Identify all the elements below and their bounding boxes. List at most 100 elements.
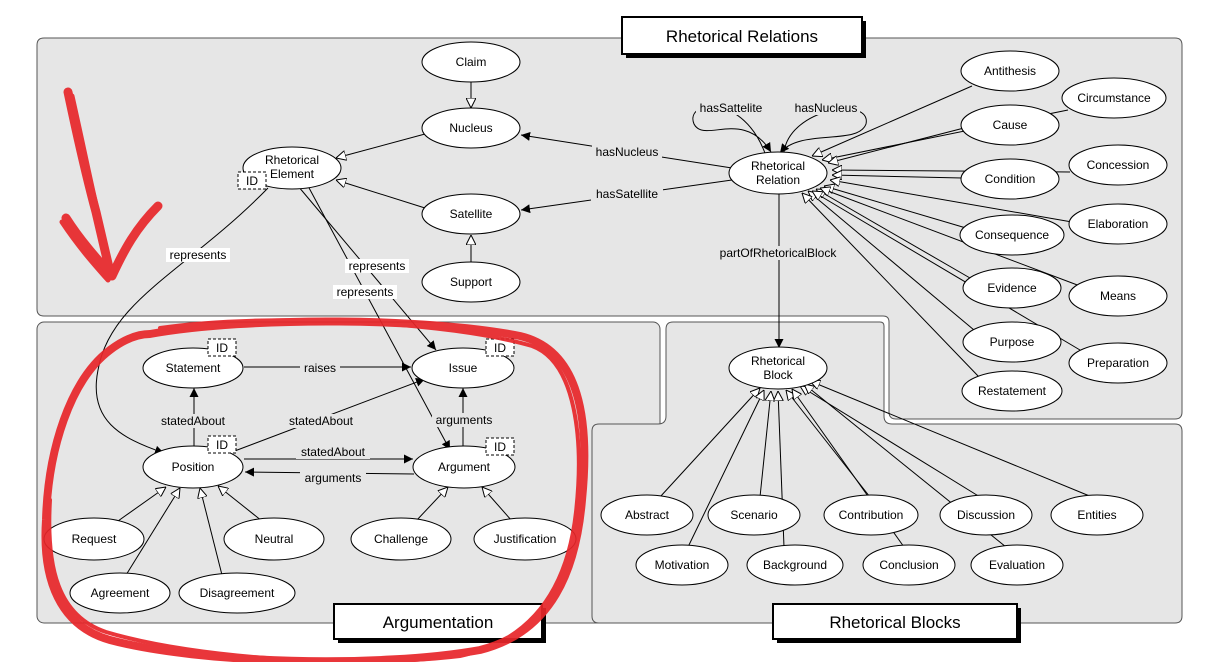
svg-text:Justification: Justification <box>494 532 557 546</box>
svg-text:Antithesis: Antithesis <box>984 64 1036 78</box>
svg-text:statedAbout: statedAbout <box>161 414 226 428</box>
label-has-nucleus-loop: hasNucleus <box>792 101 860 115</box>
svg-text:ID: ID <box>494 440 506 454</box>
node-satellite[interactable]: Satellite <box>421 193 521 235</box>
node-cause[interactable]: Cause <box>960 104 1060 146</box>
node-motivation[interactable]: Motivation <box>635 544 729 586</box>
svg-text:Restatement: Restatement <box>978 384 1047 398</box>
id-badge-argument: ID <box>485 437 515 456</box>
edge-disagreement <box>200 488 223 576</box>
panel-titles: Rhetorical Relations Argumentation Rheto… <box>333 16 1021 643</box>
id-badges: ID ID ID ID ID <box>207 171 515 456</box>
node-elaboration[interactable]: Elaboration <box>1068 203 1168 245</box>
svg-text:Abstract: Abstract <box>625 508 670 522</box>
node-restatement[interactable]: Restatement <box>961 370 1063 412</box>
rhetorical-relations-panel <box>36 37 1183 420</box>
red-circle-annotation-2 <box>47 318 581 662</box>
label-part-of-rhetorical-block: partOfRhetoricalBlock <box>714 246 842 260</box>
node-condition[interactable]: Condition <box>960 158 1060 200</box>
svg-text:hasSatellite: hasSatellite <box>596 187 658 201</box>
node-request[interactable]: Request <box>43 517 145 561</box>
svg-text:ID: ID <box>216 438 228 452</box>
label-represents-mid1: represents <box>345 259 409 273</box>
svg-text:Element: Element <box>270 167 315 181</box>
node-preparation[interactable]: Preparation <box>1068 342 1168 384</box>
label-stated-about-3: statedAbout <box>296 445 370 459</box>
node-evidence[interactable]: Evidence <box>962 267 1062 309</box>
svg-text:Satellite: Satellite <box>450 207 493 221</box>
svg-text:Rhetorical: Rhetorical <box>751 354 805 368</box>
edge-abstract <box>659 388 760 498</box>
node-evaluation[interactable]: Evaluation <box>970 544 1064 586</box>
svg-text:Argumentation: Argumentation <box>383 613 494 632</box>
node-concession[interactable]: Concession <box>1068 144 1168 186</box>
node-position[interactable]: Position <box>142 445 244 489</box>
svg-text:Elaboration: Elaboration <box>1088 217 1149 231</box>
svg-text:represents: represents <box>170 248 227 262</box>
node-support[interactable]: Support <box>421 261 521 303</box>
svg-text:Position: Position <box>172 460 215 474</box>
svg-text:Purpose: Purpose <box>990 335 1035 349</box>
node-contribution[interactable]: Contribution <box>823 494 919 536</box>
edge-evidence <box>816 189 971 279</box>
edge-challenge <box>415 487 448 522</box>
node-scenario[interactable]: Scenario <box>707 494 801 536</box>
svg-text:Means: Means <box>1100 289 1136 303</box>
svg-text:hasSattelite: hasSattelite <box>700 101 763 115</box>
svg-text:ID: ID <box>246 174 258 188</box>
node-disagreement[interactable]: Disagreement <box>178 572 296 614</box>
svg-text:ID: ID <box>494 341 506 355</box>
edge-has-sattelite-loop <box>692 105 772 157</box>
node-challenge[interactable]: Challenge <box>350 517 452 561</box>
svg-text:Claim: Claim <box>456 55 487 69</box>
node-purpose[interactable]: Purpose <box>962 321 1062 363</box>
edge-elaboration <box>830 180 1073 223</box>
node-agreement[interactable]: Agreement <box>69 572 171 614</box>
svg-text:arguments: arguments <box>436 413 493 427</box>
node-rhetorical-block[interactable]: Rhetorical Block <box>728 346 828 390</box>
svg-text:hasNucleus: hasNucleus <box>795 101 858 115</box>
svg-text:Block: Block <box>763 368 793 382</box>
edge-represents-mid2 <box>307 185 451 451</box>
node-statement[interactable]: Statement <box>142 347 244 389</box>
node-abstract[interactable]: Abstract <box>600 494 694 536</box>
svg-text:statedAbout: statedAbout <box>289 414 354 428</box>
node-nucleus[interactable]: Nucleus <box>421 107 521 149</box>
svg-text:Nucleus: Nucleus <box>449 121 492 135</box>
edge-means <box>820 188 1081 287</box>
id-badge-position: ID <box>207 435 237 454</box>
svg-text:Scenario: Scenario <box>730 508 778 522</box>
node-claim[interactable]: Claim <box>421 41 521 83</box>
rhetorical-blocks-title: Rhetorical Blocks <box>772 603 1021 643</box>
node-rhetorical-element[interactable]: Rhetorical Element <box>242 146 342 190</box>
node-circumstance[interactable]: Circumstance <box>1061 77 1167 119</box>
svg-text:Request: Request <box>72 532 117 546</box>
edge-nucleus-rhetorical-element <box>336 133 426 158</box>
node-neutral[interactable]: Neutral <box>223 517 325 561</box>
node-background[interactable]: Background <box>746 544 844 586</box>
node-discussion[interactable]: Discussion <box>939 494 1033 536</box>
svg-text:arguments: arguments <box>305 471 362 485</box>
svg-text:hasNucleus: hasNucleus <box>596 145 659 159</box>
svg-text:Circumstance: Circumstance <box>1077 91 1151 105</box>
id-badge-rhetorical-element: ID <box>237 171 267 190</box>
svg-text:Cause: Cause <box>993 118 1028 132</box>
id-badge-statement: ID <box>207 338 237 357</box>
edge-justification <box>482 487 513 522</box>
node-rhetorical-relation[interactable]: Rhetorical Relation <box>728 151 828 195</box>
svg-text:Rhetorical: Rhetorical <box>751 159 805 173</box>
node-means[interactable]: Means <box>1068 275 1168 317</box>
svg-text:Statement: Statement <box>166 361 221 375</box>
edge-agreement <box>125 488 180 576</box>
node-entities[interactable]: Entities <box>1050 494 1144 536</box>
label-stated-about-1: statedAbout <box>156 414 230 428</box>
label-has-satellite: hasSatellite <box>591 187 663 201</box>
edge-motivation <box>687 390 764 548</box>
node-issue[interactable]: Issue <box>411 347 515 389</box>
node-justification[interactable]: Justification <box>473 517 577 561</box>
node-consequence[interactable]: Consequence <box>959 214 1065 256</box>
node-argument[interactable]: Argument <box>412 445 516 489</box>
node-conclusion[interactable]: Conclusion <box>862 544 956 586</box>
node-antithesis[interactable]: Antithesis <box>960 50 1060 92</box>
